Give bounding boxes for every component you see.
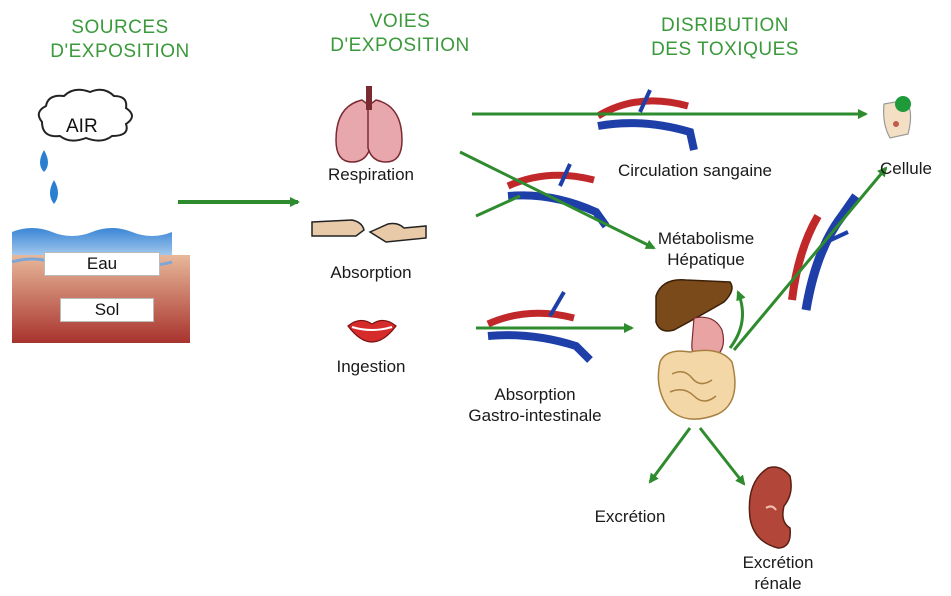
- cell-icon: [884, 96, 911, 138]
- absorption-gi-line2: Gastro-intestinale: [450, 405, 620, 426]
- circulation-label: Circulation sangaine: [610, 160, 780, 181]
- eau-label: Eau: [44, 252, 160, 276]
- lungs-icon: [336, 86, 402, 162]
- liver-intestine-icon: [656, 280, 735, 419]
- blood-vessel-icon: [598, 90, 694, 150]
- water-soil-block: [12, 228, 190, 343]
- metabolisme-line1: Métabolisme: [636, 228, 776, 249]
- metabolisme-line2: Hépatique: [636, 249, 776, 270]
- hands-icon: [312, 220, 426, 242]
- arrow-to-renal: [700, 428, 744, 484]
- absorption-label: Absorption: [306, 262, 436, 283]
- lips-icon: [348, 320, 396, 342]
- absorption-gi-label: Absorption Gastro-intestinale: [450, 384, 620, 426]
- blood-vessel-icon: [488, 292, 590, 360]
- excretion-renale-line2: rénale: [728, 573, 828, 594]
- ingestion-label: Ingestion: [306, 356, 436, 377]
- metabolisme-label: Métabolisme Hépatique: [636, 228, 776, 270]
- excretion-label: Excrétion: [570, 506, 690, 527]
- air-label: AIR: [66, 116, 98, 138]
- respiration-label: Respiration: [306, 164, 436, 185]
- sol-label: Sol: [60, 298, 154, 322]
- cellule-label: Cellule: [868, 158, 944, 179]
- arrow-absorption-to-vessel: [476, 196, 520, 216]
- raindrop-icon: [40, 150, 58, 204]
- arrow-gi-to-liver: [730, 292, 743, 348]
- excretion-renale-line1: Excrétion: [728, 552, 828, 573]
- arrow-to-excretion: [650, 428, 690, 482]
- absorption-gi-line1: Absorption: [450, 384, 620, 405]
- kidney-icon: [749, 467, 791, 548]
- excretion-renale-label: Excrétion rénale: [728, 552, 828, 594]
